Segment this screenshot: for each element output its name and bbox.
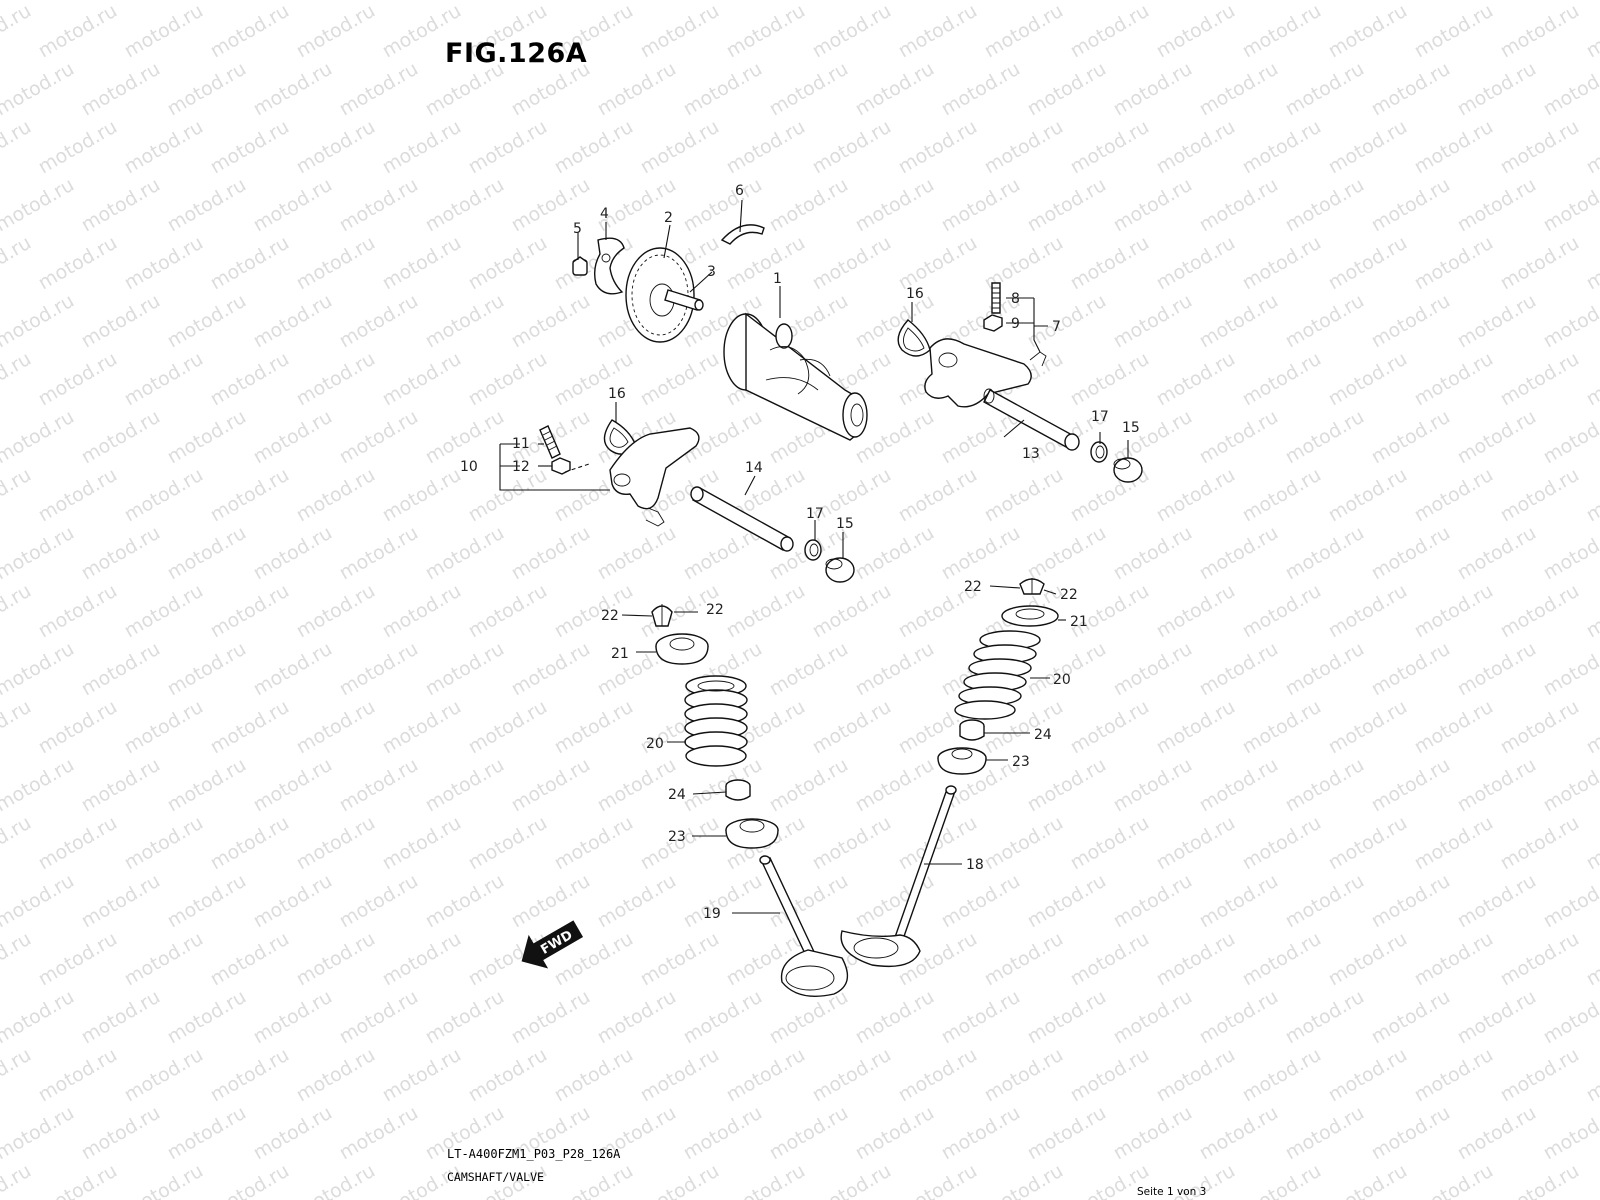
- part-rocker-shaft-14: [690, 486, 794, 552]
- callout-20-left: 20: [646, 736, 664, 752]
- part-valve-19: [759, 855, 849, 997]
- page-indicator: Seite 1 von 3: [1137, 1186, 1207, 1198]
- part-camshaft-1: [723, 312, 868, 441]
- callout-5: 5: [573, 221, 582, 237]
- figure-description: CAMSHAFT/VALVE: [447, 1170, 544, 1184]
- part-retainer-21-right: [1001, 605, 1059, 627]
- callout-23-left: 23: [668, 829, 686, 845]
- part-spring-20-right: [954, 630, 1041, 720]
- part-retainer-6: [720, 224, 765, 245]
- part-seal-24-left: [725, 779, 751, 801]
- part-seat-23-left: [725, 818, 779, 849]
- callout-20-right: 20: [1053, 672, 1071, 688]
- callout-4: 4: [600, 206, 609, 222]
- part-screw-8: [991, 282, 1001, 314]
- callout-16-right: 16: [906, 286, 924, 302]
- callout-15-left: 15: [836, 516, 854, 532]
- figure-title: FIG.126A: [445, 38, 588, 69]
- callout-2: 2: [664, 210, 673, 226]
- part-seat-23-right: [937, 747, 987, 775]
- part-bolt-5: [572, 256, 588, 276]
- callout-24-right: 24: [1034, 727, 1052, 743]
- callout-22-left-a: 22: [601, 608, 619, 624]
- part-o-ring-17-left: [804, 539, 822, 561]
- callout-24-left: 24: [668, 787, 686, 803]
- part-cotter-22-left: [651, 604, 673, 627]
- part-cap-15-left: [825, 557, 855, 583]
- part-o-ring-17-right: [1090, 441, 1108, 463]
- figure-code: LT-A400FZM1_P03_P28_126A: [447, 1147, 621, 1161]
- callout-7: 7: [1052, 319, 1061, 335]
- part-screw-11: [539, 425, 561, 459]
- callout-14: 14: [745, 460, 763, 476]
- part-camshaft-sprocket-2: [625, 247, 695, 343]
- fwd-arrow-icon: FWD: [521, 920, 584, 969]
- callout-10: 10: [460, 459, 478, 475]
- part-valve-18: [840, 785, 957, 968]
- callout-17-left: 17: [806, 506, 824, 522]
- part-retainer-21-left: [655, 633, 709, 665]
- callout-8: 8: [1011, 291, 1020, 307]
- callout-labels: 1 2 3 4 5 6 7 8 9 10 11 12 13 14 15 15 1…: [460, 183, 1140, 922]
- callout-15-right: 15: [1122, 420, 1140, 436]
- callout-9: 9: [1011, 316, 1020, 332]
- part-spring-20-left: [684, 675, 748, 767]
- part-nut-12: [551, 457, 571, 475]
- callout-23-right: 23: [1012, 754, 1030, 770]
- callout-21-right: 21: [1070, 614, 1088, 630]
- callout-11: 11: [512, 436, 530, 452]
- part-rocker-arm-right-7: [924, 338, 1047, 408]
- part-nut-9: [983, 314, 1003, 332]
- part-cotter-22-right: [1019, 578, 1045, 595]
- callout-6: 6: [735, 183, 744, 199]
- part-clip-16-left: [603, 419, 637, 455]
- callout-18: 18: [966, 857, 984, 873]
- part-rocker-shaft-13: [983, 388, 1080, 451]
- callout-22-right-a: 22: [964, 579, 982, 595]
- callout-16-left: 16: [608, 386, 626, 402]
- part-pin-3: [664, 289, 704, 311]
- part-cap-15-right: [1113, 457, 1143, 483]
- callout-22-left-b: 22: [706, 602, 724, 618]
- callout-17-right: 17: [1091, 409, 1109, 425]
- part-clip-16-right: [897, 319, 931, 357]
- part-seal-24-right: [959, 719, 985, 741]
- callout-3: 3: [707, 264, 716, 280]
- callout-12: 12: [512, 459, 530, 475]
- callout-1: 1: [773, 271, 782, 287]
- callout-13: 13: [1022, 446, 1040, 462]
- part-plate-4: [593, 237, 625, 295]
- callout-21-left: 21: [611, 646, 629, 662]
- callout-19: 19: [703, 906, 721, 922]
- callout-22-right-b: 22: [1060, 587, 1078, 603]
- leader-lines: [499, 199, 1129, 914]
- part-rocker-arm-left-10: [564, 427, 700, 527]
